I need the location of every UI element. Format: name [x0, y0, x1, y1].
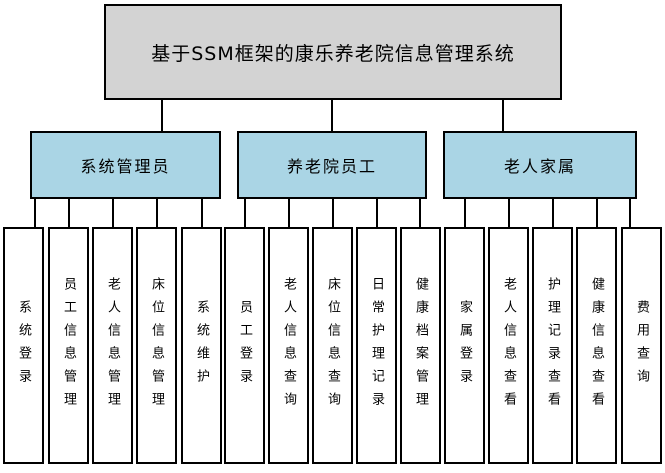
leaf-label: 员工登录 [237, 299, 252, 392]
leaf-label: 老人信息查看 [501, 276, 516, 415]
connector-line [288, 199, 290, 227]
leaf-label: 系统登录 [16, 299, 31, 392]
connector-line [332, 199, 334, 227]
connector-line [201, 199, 203, 227]
group-node-staff: 养老院员工 [237, 131, 427, 199]
connector-line [244, 199, 246, 227]
leaf-label: 床位信息管理 [149, 276, 164, 415]
leaf-node-elder-info-mgmt: 老人信息管理 [92, 227, 133, 464]
leaf-label: 日常护理记录 [369, 276, 384, 415]
leaf-label: 护理记录查看 [545, 276, 560, 415]
leaf-node-system-login: 系统登录 [3, 227, 44, 464]
group-label: 养老院员工 [286, 157, 377, 176]
group-node-system-admin: 系统管理员 [30, 131, 221, 199]
leaf-label: 家属登录 [457, 299, 472, 392]
leaf-label: 健康信息查看 [589, 276, 604, 415]
connector-line [68, 199, 70, 227]
leaf-node-bed-info-query: 床位信息查询 [312, 227, 353, 464]
leaf-label: 员工信息管理 [61, 276, 76, 415]
connector-line [331, 100, 333, 131]
group-label: 老人家属 [503, 157, 576, 176]
leaf-node-staff-info-mgmt: 员工信息管理 [48, 227, 89, 464]
leaf-node-bed-info-mgmt: 床位信息管理 [136, 227, 177, 464]
leaf-node-health-archive-mgmt: 健康档案管理 [400, 227, 441, 464]
leaf-node-daily-care-record: 日常护理记录 [356, 227, 397, 464]
connector-line [552, 199, 554, 227]
connector-line [161, 100, 163, 131]
leaf-node-fee-query: 费用查询 [621, 227, 662, 464]
root-label: 基于SSM框架的康乐养老院信息管理系统 [151, 42, 515, 65]
leaf-node-family-login: 家属登录 [444, 227, 485, 464]
leaf-label: 老人信息查询 [281, 276, 296, 415]
connector-line [419, 199, 421, 227]
connector-line [34, 199, 36, 227]
leaf-label: 健康档案管理 [413, 276, 428, 415]
connector-line [376, 199, 378, 227]
leaf-label: 费用查询 [634, 299, 649, 392]
connector-line [508, 199, 510, 227]
leaf-label: 系统维护 [194, 299, 209, 392]
connector-line [464, 199, 466, 227]
leaf-node-health-info-view: 健康信息查看 [576, 227, 617, 464]
leaf-node-staff-login: 员工登录 [224, 227, 265, 464]
connector-line [629, 199, 631, 227]
leaf-node-elder-info-query: 老人信息查询 [268, 227, 309, 464]
leaf-label: 床位信息查询 [325, 276, 340, 415]
root-node: 基于SSM框架的康乐养老院信息管理系统 [104, 4, 562, 100]
leaf-node-system-maintenance: 系统维护 [181, 227, 222, 464]
leaf-node-care-record-view: 护理记录查看 [532, 227, 573, 464]
leaf-node-elder-info-view: 老人信息查看 [488, 227, 529, 464]
connector-line [502, 100, 504, 131]
leaf-label: 老人信息管理 [105, 276, 120, 415]
connector-line [112, 199, 114, 227]
group-label: 系统管理员 [80, 157, 171, 176]
connector-line [596, 199, 598, 227]
group-node-family: 老人家属 [443, 131, 637, 199]
connector-line [156, 199, 158, 227]
